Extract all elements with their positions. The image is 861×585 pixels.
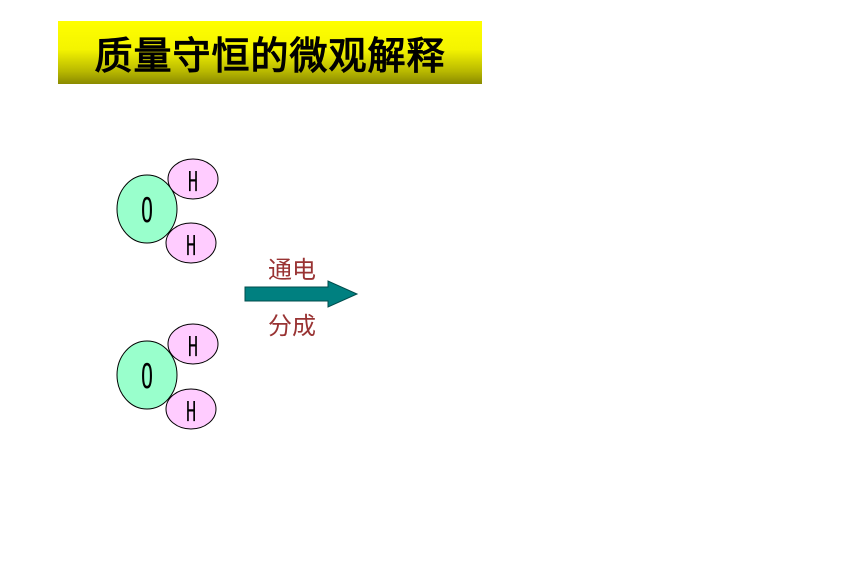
condition-label-top: 通电 <box>268 256 316 284</box>
hydrogen-atom-2a <box>167 323 219 365</box>
hydrogen-atom-1a <box>167 158 219 200</box>
hydrogen-atom-2b <box>165 388 217 430</box>
reaction-arrow <box>244 280 359 308</box>
hydrogen-label-1b: H <box>186 231 196 263</box>
condition-label-bottom: 分成 <box>268 312 316 340</box>
hydrogen-label-2a: H <box>188 332 198 364</box>
hydrogen-label-2b: H <box>186 397 196 429</box>
hydrogen-atom-1b <box>165 222 217 264</box>
oxygen-atom-2 <box>116 340 178 410</box>
oxygen-label-1: O <box>141 190 153 230</box>
hydrogen-label-1a: H <box>188 167 198 199</box>
water-molecule-1: O H H <box>116 158 219 264</box>
water-molecule-2: O H H <box>116 323 219 430</box>
title-banner: 质量守恒的微观解释 <box>58 21 482 84</box>
oxygen-atom-1 <box>116 174 178 244</box>
oxygen-label-2: O <box>141 356 153 396</box>
page-title: 质量守恒的微观解释 <box>94 34 446 78</box>
